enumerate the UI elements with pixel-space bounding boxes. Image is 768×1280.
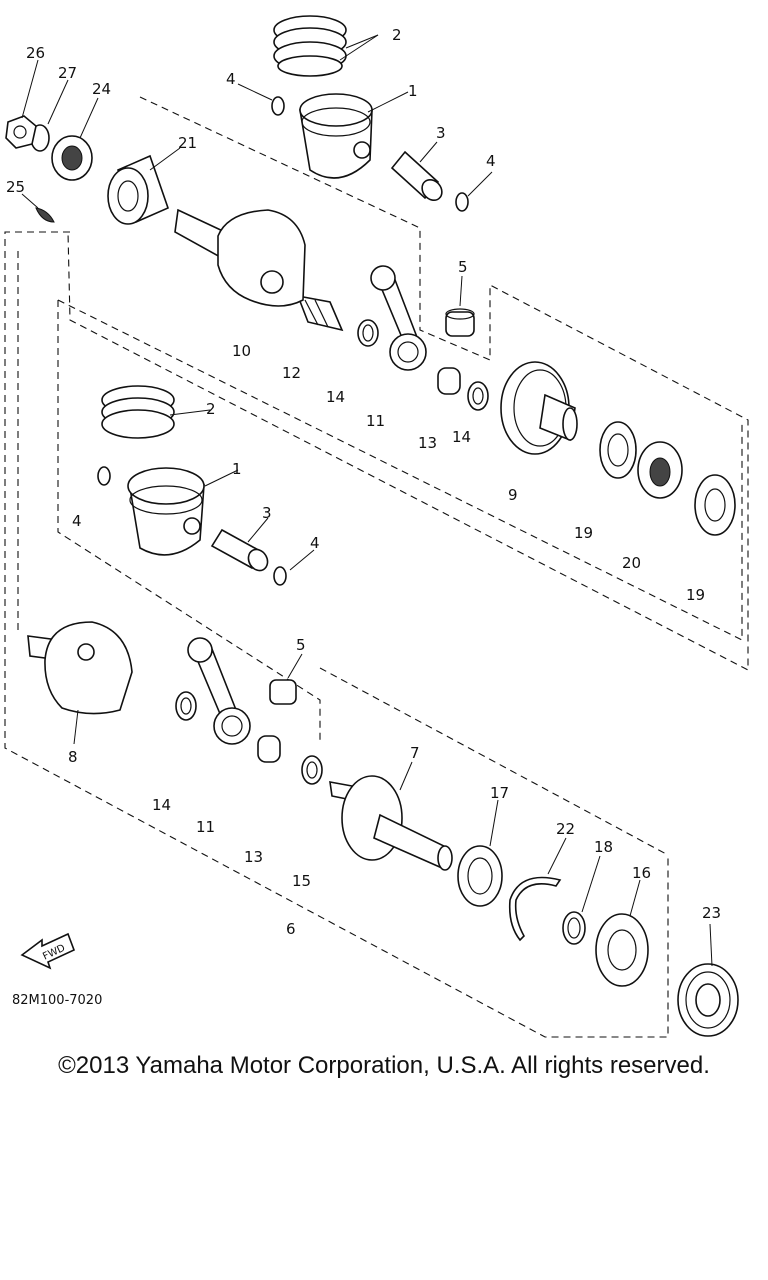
connecting-rod-lower: [187, 637, 251, 745]
callout-7: 7: [410, 744, 420, 762]
main-bearing-center-right: [694, 474, 736, 536]
piston-rings-upper: [273, 15, 347, 77]
piston-rings-lower: [101, 385, 175, 439]
callout-24: 24: [92, 80, 111, 98]
callout-1-upper: 1: [408, 82, 418, 100]
callout-19-right: 19: [686, 586, 705, 604]
main-bearing-upper-left: [107, 154, 169, 225]
callout-3-lower: 3: [262, 504, 272, 522]
callout-11-upper: 11: [366, 412, 385, 430]
assembly-outline-upper: [67, 96, 749, 671]
crank-web-left-lower: [27, 621, 133, 715]
oil-seal-lower: [677, 963, 739, 1037]
crank-web-center: [500, 361, 578, 455]
callout-4-upper-right: 4: [486, 152, 496, 170]
needle-bearing-lower: [257, 735, 281, 763]
callout-15: 15: [292, 872, 311, 890]
callout-20: 20: [622, 554, 641, 572]
callout-5-lower: 5: [296, 636, 306, 654]
small-end-bearing-upper: [445, 308, 475, 337]
piston-pin-upper: [390, 150, 443, 202]
forward-arrow-icon: FWD: [20, 932, 76, 970]
callout-11-lower: 11: [196, 818, 215, 836]
callout-14-lower-left: 14: [152, 796, 171, 814]
callout-13-upper: 13: [418, 434, 437, 452]
piston-pin-clip-lower-right: [273, 566, 287, 586]
callout-23: 23: [702, 904, 721, 922]
callout-27: 27: [58, 64, 77, 82]
callout-6: 6: [286, 920, 296, 938]
piston-upper: [299, 93, 373, 179]
callout-2-upper: 2: [392, 26, 402, 44]
callout-4-upper-left: 4: [226, 70, 236, 88]
callout-3-upper: 3: [436, 124, 446, 142]
callout-5-upper: 5: [458, 258, 468, 276]
callout-22: 22: [556, 820, 575, 838]
crank-web-left-upper: [174, 208, 306, 307]
piston-pin-clip-upper-left: [271, 96, 285, 116]
thrust-washer-lower-right: [301, 755, 323, 785]
callout-14-upper-right: 14: [452, 428, 471, 446]
main-bearing-lower-left: [457, 845, 503, 907]
crank-web-right-lower: [329, 775, 453, 871]
labyrinth-seal: [637, 441, 683, 499]
oil-seal-upper: [51, 135, 93, 181]
callout-1-lower: 1: [232, 460, 242, 478]
callout-26: 26: [26, 44, 45, 62]
piston-pin-lower: [210, 528, 269, 572]
callout-12: 12: [282, 364, 301, 382]
callout-10: 10: [232, 342, 251, 360]
crank-pin-upper: [296, 294, 344, 332]
thrust-washer-upper-left: [357, 319, 379, 347]
piston-pin-clip-upper-right: [455, 192, 469, 212]
callout-leaders: [21, 34, 713, 967]
assembly-outline-left: [4, 231, 669, 1038]
callout-8: 8: [68, 748, 78, 766]
woodruff-key: [35, 207, 55, 223]
assembly-outline-lower-right: [319, 667, 669, 856]
callout-21: 21: [178, 134, 197, 152]
drawing-code: 82M100-7020: [12, 993, 102, 1008]
circlip: [508, 876, 562, 942]
collar: [562, 911, 586, 945]
crankshaft-nut: [5, 115, 37, 149]
piston-lower: [127, 467, 205, 556]
thrust-washer-upper-right: [467, 381, 489, 411]
main-bearing-lower-right: [595, 913, 649, 987]
callout-9: 9: [508, 486, 518, 504]
callout-4-lower-left: 4: [72, 512, 82, 530]
needle-bearing-upper: [437, 367, 461, 395]
piston-pin-clip-lower-left: [97, 466, 111, 486]
callout-14-upper-left: 14: [326, 388, 345, 406]
connecting-rod-upper: [370, 265, 427, 371]
callout-17: 17: [490, 784, 509, 802]
assembly-outline-middle: [57, 299, 743, 641]
crankshaft-piston-exploded-diagram: FWD 2 1 4 3 4 5 21 24 27 26 25 10 12: [4, 15, 749, 1038]
callout-2-lower: 2: [206, 400, 216, 418]
main-bearing-center-left: [599, 421, 637, 479]
copyright-notice: ©2013 Yamaha Motor Corporation, U.S.A. A…: [58, 1052, 710, 1079]
assembly-outline-lower-left: [57, 300, 321, 740]
callout-19-left: 19: [574, 524, 593, 542]
callout-16: 16: [632, 864, 651, 882]
callout-18: 18: [594, 838, 613, 856]
callout-13-lower: 13: [244, 848, 263, 866]
callout-25: 25: [6, 178, 25, 196]
small-end-bearing-lower: [269, 679, 297, 705]
thrust-washer-lower-left: [175, 691, 197, 721]
callout-4-lower-right: 4: [310, 534, 320, 552]
